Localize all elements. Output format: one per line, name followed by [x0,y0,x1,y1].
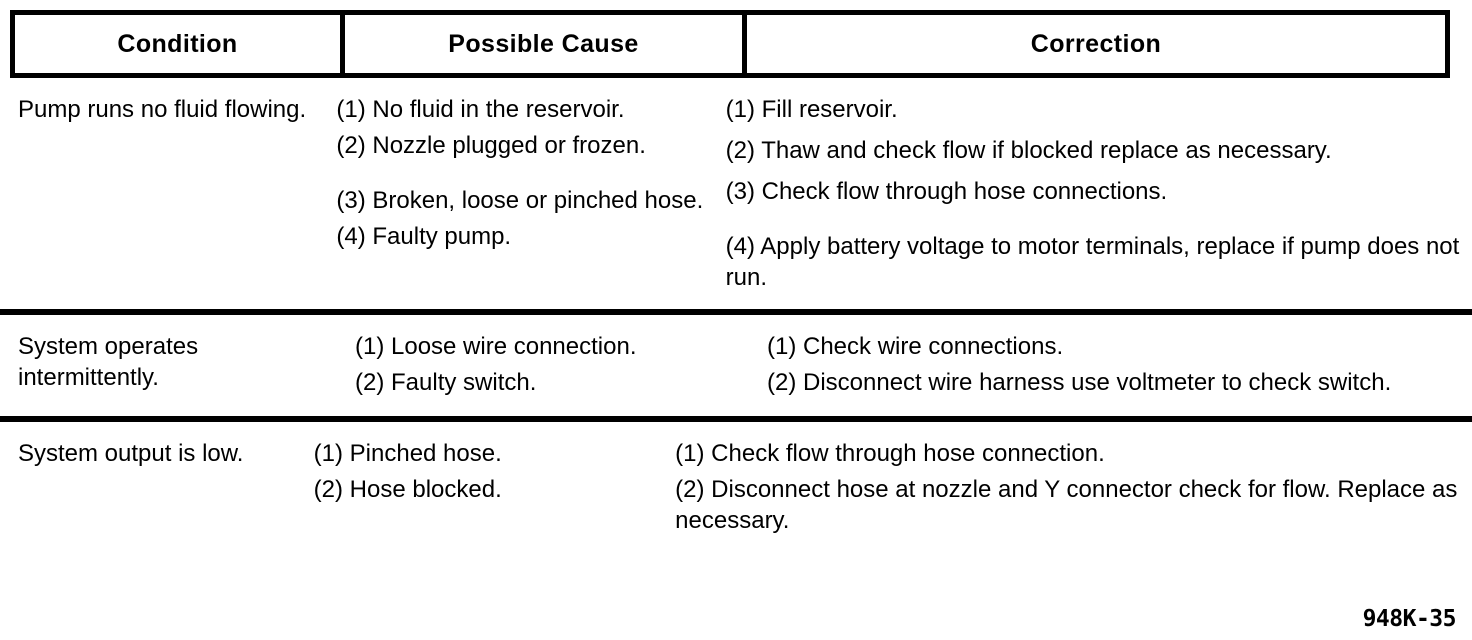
condition-text: System operates intermittently. [18,333,205,391]
cause-item: (3) Broken, loose or pinched hose. [336,187,704,214]
correction-item: (3) Check flow through hose connections. [725,178,1168,205]
condition-text: System output is low. [18,440,244,467]
cell-condition: System operates intermittently. [0,315,345,416]
cell-possible-cause: (1) Loose wire connection. (2) Faulty sw… [345,315,755,416]
column-header-correction: Correction [1030,29,1162,58]
condition-text: Pump runs no fluid flowing. [18,96,307,123]
cell-correction: (1) Check flow through hose connection. … [663,422,1472,548]
correction-item: (4) Apply battery voltage to motor termi… [725,233,1466,291]
column-header-condition: Condition [15,15,345,73]
correction-item: (2) Disconnect wire harness use voltmete… [767,369,1392,396]
cell-correction: (1) Check wire connections. (2) Disconne… [755,315,1472,416]
cause-item: (1) No fluid in the reservoir. [336,96,625,123]
cell-condition: Pump runs no fluid flowing. [0,82,326,309]
table-row: Pump runs no fluid flowing. (1) No fluid… [0,82,1472,309]
cause-item: (1) Loose wire connection. [355,333,637,360]
page-code: 948K-35 [1362,606,1457,632]
column-header-possible-cause: Possible Cause [345,15,747,73]
table-row: System operates intermittently. (1) Loos… [0,309,1472,416]
table-row: System output is low. (1) Pinched hose. … [0,416,1472,548]
correction-item: (1) Check flow through hose connection. [675,440,1105,467]
cell-possible-cause: (1) No fluid in the reservoir. (2) Nozzl… [326,82,713,309]
correction-item: (1) Check wire connections. [767,333,1064,360]
cause-item: (4) Faulty pump. [336,223,512,250]
correction-item: (1) Fill reservoir. [725,96,898,123]
correction-item: (2) Thaw and check flow if blocked repla… [725,137,1332,164]
cause-item: (2) Faulty switch. [355,369,537,396]
cause-item: (2) Nozzle plugged or frozen. [336,132,646,159]
cause-item: (1) Pinched hose. [313,440,502,467]
cell-correction: (1) Fill reservoir. (2) Thaw and check f… [714,82,1472,309]
table-header-row: Condition Possible Cause Correction [10,10,1450,78]
cell-condition: System output is low. [0,422,304,548]
cell-possible-cause: (1) Pinched hose. (2) Hose blocked. [304,422,664,548]
table-body: Pump runs no fluid flowing. (1) No fluid… [0,82,1472,548]
correction-item: (2) Disconnect hose at nozzle and Y conn… [675,476,1465,534]
cause-item: (2) Hose blocked. [313,476,502,503]
